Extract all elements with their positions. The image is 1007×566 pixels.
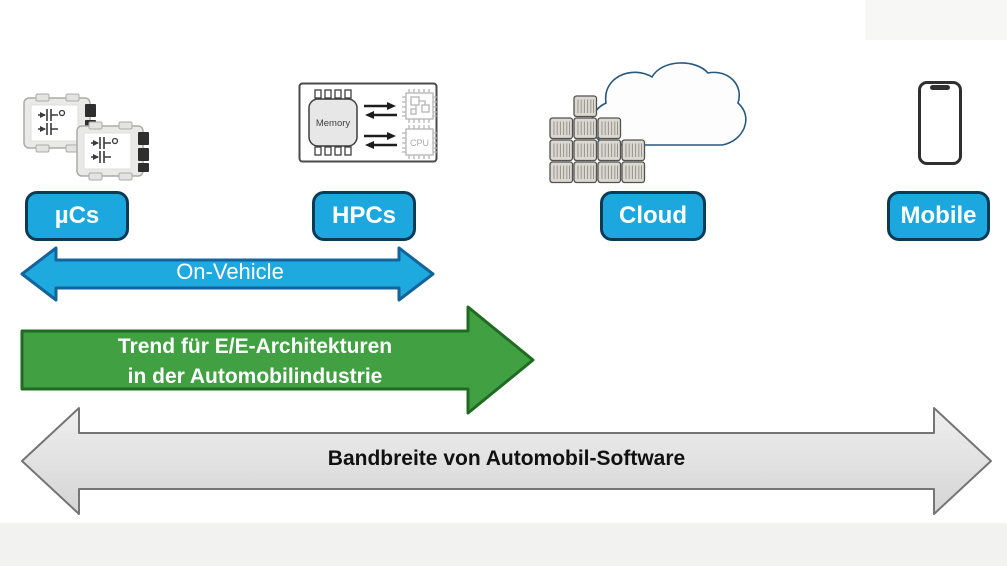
ecu-box-2 (76, 121, 149, 181)
cpu-chip: CPU (402, 125, 437, 159)
cpu-chip-label: CPU (410, 138, 429, 148)
bandwidth-arrow (21, 407, 992, 515)
dual-ecu-icon (23, 93, 149, 181)
node-label-cloud-text: Cloud (619, 202, 687, 229)
node-label-ucs-text: µCs (54, 202, 100, 229)
node-label-hpcs: HPCs (312, 191, 416, 241)
node-label-mobile-text: Mobile (900, 202, 977, 229)
phone-notch (930, 85, 950, 90)
bus-arrows (364, 102, 397, 149)
node-label-ucs: µCs (25, 191, 129, 241)
ecu-box-1 (23, 93, 96, 153)
node-label-mobile: Mobile (887, 191, 990, 241)
node-label-cloud: Cloud (600, 191, 706, 241)
memory-cpu-fpga-icon: Memory CPU (298, 82, 438, 163)
cloud-outline (590, 62, 747, 146)
fpga-chip (402, 89, 437, 123)
smartphone-icon (918, 81, 962, 165)
cloud-with-containers-icon (549, 62, 747, 184)
memory-chip: Memory (308, 89, 358, 156)
memory-chip-label: Memory (316, 118, 351, 129)
trend-arrow (20, 305, 535, 415)
node-label-hpcs-text: HPCs (331, 202, 397, 229)
on-vehicle-arrow (20, 246, 435, 302)
